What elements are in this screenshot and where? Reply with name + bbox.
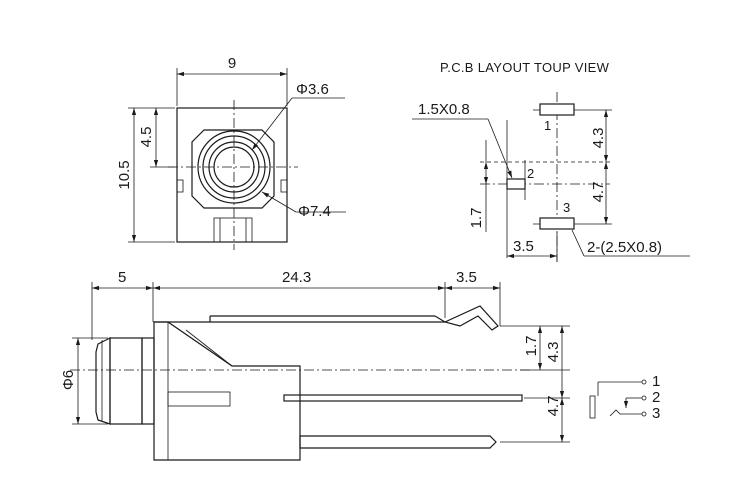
side-dim-4-7-label: 4.7: [545, 396, 562, 417]
side-pin-1: [443, 305, 499, 331]
front-height-label: 10.5: [116, 160, 133, 189]
front-center-height-label: 4.5: [138, 127, 155, 148]
pcb-width-dim-label: 3.5: [513, 238, 534, 255]
side-collar: [141, 337, 155, 425]
schematic-label-2: 2: [652, 389, 660, 406]
pcb-left-dim-label: 1.7: [468, 208, 485, 229]
pcb-pad-1: [539, 103, 575, 116]
side-slot: [167, 391, 231, 407]
front-body-outline: [176, 107, 288, 243]
pcb-pad-3: [539, 217, 575, 230]
pcb-layout: P.C.B LAYOUT TOUP VIEW 1 2 3 1.5X0.8 1.7…: [412, 60, 690, 262]
front-right-notch: [280, 179, 288, 193]
side-dim-4-3-label: 4.3: [545, 342, 562, 363]
side-dim-1-7-label: 1.7: [523, 336, 540, 357]
pcb-pad-label-2: 2: [527, 166, 534, 181]
outer-diameter-label: Φ7.4: [298, 203, 331, 220]
side-view: 5 24.3 3.5 Φ6: [60, 269, 570, 461]
schematic-label-3: 3: [652, 405, 660, 422]
schematic-sleeve: [589, 395, 596, 419]
pad-size-label: 1.5X0.8: [418, 101, 470, 118]
side-pin-2: [283, 394, 523, 402]
front-left-notch: [176, 179, 184, 193]
side-diameter-label: Φ6: [60, 370, 77, 390]
schematic-label-1: 1: [652, 373, 660, 390]
front-octagon-frame: [191, 129, 275, 209]
pcb-bottom-dim-label: 4.7: [590, 182, 607, 203]
front-width-label: 9: [228, 55, 236, 72]
side-front-length-label: 5: [118, 269, 126, 286]
jack-schematic: 1 2 3: [589, 373, 660, 422]
side-pin-length-label: 3.5: [456, 269, 477, 286]
pcb-pad-label-1: 1: [544, 118, 551, 133]
slot-size-label: 2-(2.5X0.8): [587, 239, 662, 256]
pcb-layout-title: P.C.B LAYOUT TOUP VIEW: [440, 60, 610, 75]
side-nose: [95, 337, 111, 425]
side-body-length-label: 24.3: [282, 269, 311, 286]
pcb-pad-2: [506, 178, 526, 190]
side-front-sleeve: [109, 337, 143, 425]
pcb-pad-label-3: 3: [563, 200, 570, 215]
side-main-body: [153, 321, 301, 461]
side-pin-3: [299, 435, 497, 449]
front-view: 9 10.5 4.5 Φ3.6 Φ7.4: [116, 55, 346, 250]
pcb-top-dim-label: 4.3: [590, 128, 607, 149]
hole-diameter-label: Φ3.6: [296, 81, 329, 98]
front-bottom-tab: [213, 217, 253, 243]
